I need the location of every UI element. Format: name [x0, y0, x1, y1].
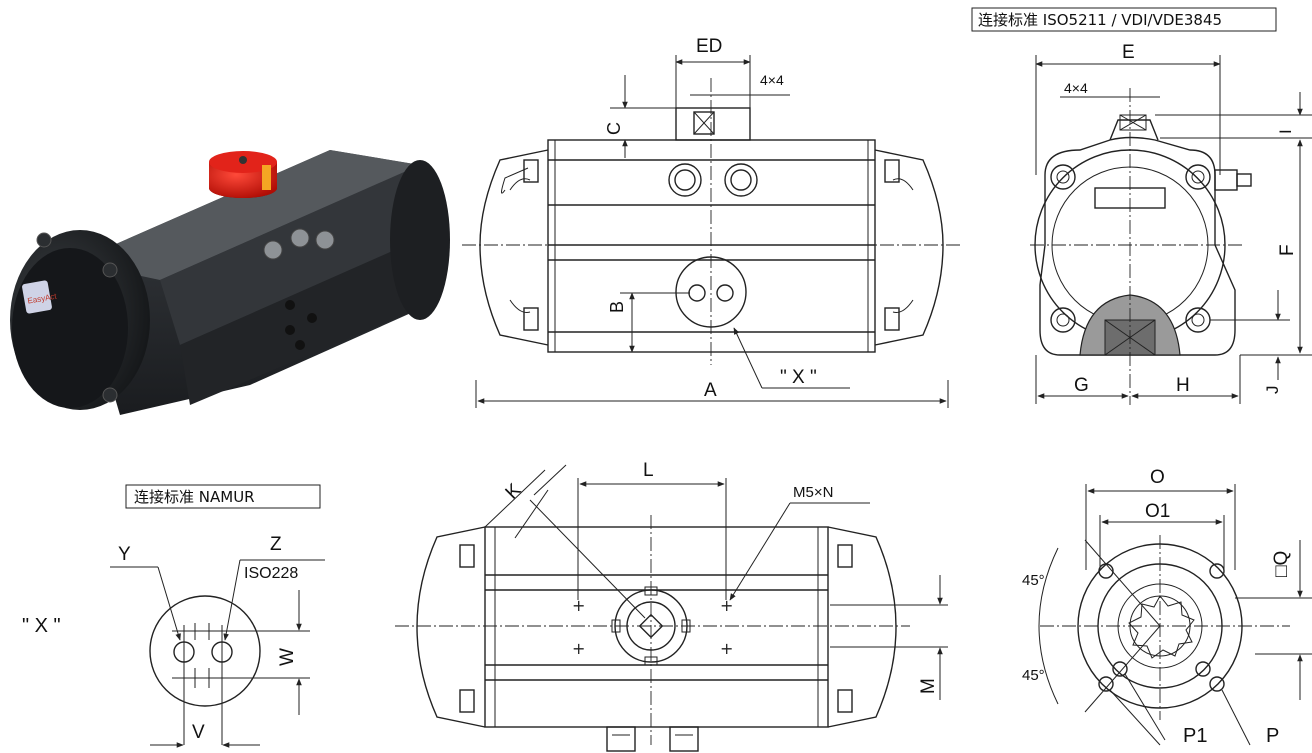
- dim-B: B: [607, 301, 627, 313]
- label-Z: Z: [270, 534, 282, 555]
- angle-bottom: 45°: [1022, 667, 1045, 684]
- front-view: ED 4×4 C B A " X ": [462, 36, 960, 408]
- namur-standard: 连接标准 NAMUR: [134, 488, 255, 506]
- dim-O1: O1: [1145, 501, 1170, 522]
- side-standard: 连接标准 ISO5211 / VDI/VDE3845: [978, 11, 1222, 29]
- dim-ED: ED: [696, 36, 722, 57]
- dim-M: M: [918, 678, 939, 694]
- label-Y: Y: [118, 544, 131, 565]
- dim-square-front: 4×4: [760, 72, 784, 88]
- bottom-view: + + + + L K M5×N M: [395, 460, 948, 752]
- label-P: P: [1266, 725, 1279, 747]
- label-iso228: ISO228: [244, 565, 298, 582]
- dim-J: J: [1263, 386, 1282, 395]
- svg-text:+: +: [720, 639, 733, 658]
- dim-V: V: [192, 722, 205, 743]
- dim-G: G: [1074, 375, 1089, 396]
- dim-square-side: 4×4: [1064, 80, 1088, 96]
- dim-C: C: [604, 122, 624, 135]
- label-X-front: " X ": [780, 367, 817, 388]
- label-P1: P1: [1183, 725, 1207, 747]
- dim-W: W: [277, 648, 298, 666]
- dim-K: K: [502, 480, 526, 504]
- side-view: 连接标准 ISO5211 / VDI/VDE3845 E 4×4: [971, 7, 1312, 405]
- svg-text:+: +: [572, 639, 585, 658]
- dim-H: H: [1176, 375, 1190, 396]
- dim-E: E: [1122, 42, 1135, 63]
- dim-F: F: [1277, 244, 1298, 256]
- dim-A: A: [704, 380, 717, 401]
- dim-L: L: [643, 460, 654, 481]
- svg-text:+: +: [720, 596, 733, 615]
- namur-view: 连接标准 NAMUR " X " Y Z ISO228 W V: [22, 484, 325, 748]
- svg-text:+: +: [572, 596, 585, 615]
- dim-I: I: [1276, 129, 1295, 134]
- angle-top: 45°: [1022, 572, 1045, 589]
- label-thread: M5×N: [793, 484, 833, 501]
- dim-Q: □Q: [1271, 551, 1292, 577]
- flange-view: 45° 45° O O1 □Q P1 P: [1022, 467, 1312, 747]
- dim-O: O: [1150, 467, 1165, 488]
- actuator-photo: EasyAct: [10, 150, 450, 415]
- label-X-namur: " X ": [22, 615, 61, 637]
